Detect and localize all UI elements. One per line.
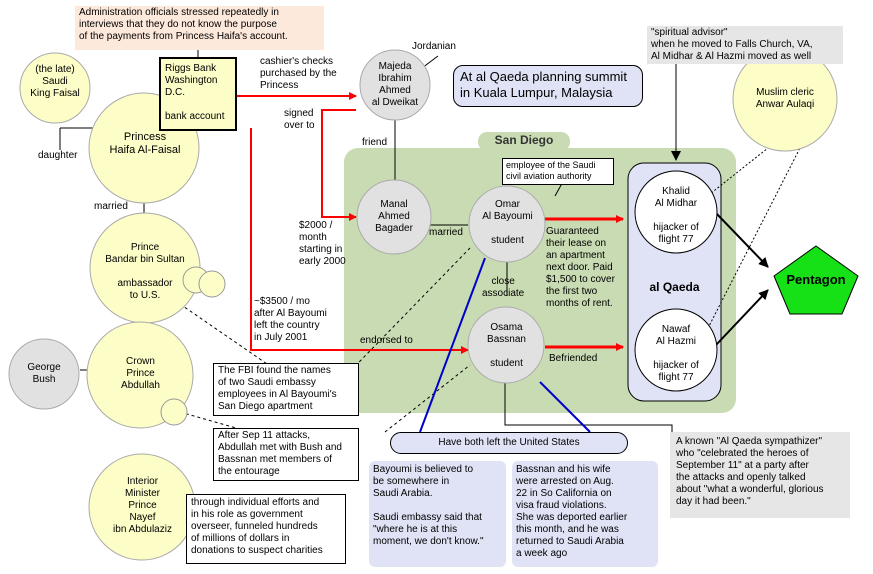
node-pentagon[interactable] [773, 245, 859, 315]
al-qaeda-label: al Qaeda [649, 280, 700, 294]
node-king-faisal[interactable] [19, 52, 91, 124]
node-khalid[interactable] [634, 170, 718, 254]
node-bandar-extra-2 [198, 270, 226, 298]
node-abdullah-extra [160, 398, 188, 426]
label-married-bandar: married [94, 201, 128, 212]
node-majeda[interactable] [359, 49, 431, 121]
note-admin-officials: Administration officials stressed repeat… [75, 6, 324, 50]
node-osama[interactable] [467, 306, 545, 384]
san-diego-label: San Diego [494, 133, 554, 147]
node-omar[interactable] [468, 185, 546, 263]
label-friend: friend [362, 137, 388, 148]
note-after-sep-11: After Sep 11 attacks,Abdullah met with B… [213, 428, 359, 481]
note-al-qaeda-sympathizer: A known "Al Qaeda sympathizer"who "celeb… [670, 432, 850, 518]
text-pentagon: Pentagon [786, 272, 846, 287]
have-both-left-banner: Have both left the United States [390, 432, 628, 454]
label-jordanian: Jordanian [412, 41, 456, 52]
node-george-bush[interactable] [8, 338, 80, 410]
label-daughter: daughter [38, 150, 78, 161]
label-endorsed-to: endorsed to [360, 335, 413, 346]
san-diego-pill [478, 132, 570, 151]
node-manal[interactable] [356, 179, 432, 255]
note-spiritual-advisor: "spiritual advisor"when he moved to Fall… [647, 26, 843, 64]
node-nawaf[interactable] [634, 308, 718, 392]
label-befriended: Befriended [549, 353, 598, 364]
label-married-manal: married [429, 227, 463, 238]
